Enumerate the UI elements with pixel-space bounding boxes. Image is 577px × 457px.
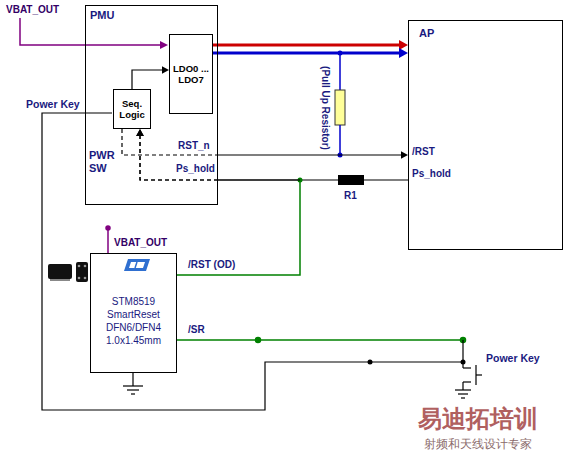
vbat-wire-2 bbox=[106, 226, 110, 253]
arrow-head bbox=[401, 151, 408, 159]
node-text: Seq. Logic bbox=[114, 98, 150, 120]
signal-label: /SR bbox=[188, 324, 205, 336]
ldo-box: LDO0 ... LDO7 bbox=[169, 34, 213, 114]
ap-box: AP bbox=[408, 20, 563, 250]
arrow-head bbox=[160, 41, 168, 49]
power-bus bbox=[213, 44, 400, 47]
wire bbox=[140, 135, 218, 180]
junction-dot bbox=[461, 360, 466, 365]
signal-label: /RST (OD) bbox=[188, 259, 235, 271]
chip-icons bbox=[48, 262, 88, 282]
arrow-head bbox=[399, 40, 408, 50]
wire bbox=[218, 179, 408, 180]
arrow-head bbox=[136, 129, 144, 136]
node-text: STM8519 SmartReset DFN6/DFN4 1.0x1.45mm bbox=[95, 295, 172, 347]
signal-label: RST_n bbox=[178, 140, 210, 152]
pin-label: /RST bbox=[412, 146, 435, 158]
power-key-wire bbox=[42, 113, 463, 410]
wire bbox=[132, 70, 163, 89]
vbat-wire bbox=[20, 18, 162, 45]
arrow-head bbox=[162, 66, 169, 74]
wire bbox=[140, 135, 218, 180]
connector bbox=[122, 129, 408, 159]
node-text: AP bbox=[419, 27, 434, 40]
sr-wire bbox=[177, 338, 466, 343]
node-text: LDO0 ... LDO7 bbox=[170, 63, 212, 85]
node-text: PWR SW bbox=[89, 149, 121, 175]
pull-up-resistor bbox=[335, 51, 345, 158]
part-label: R1 bbox=[344, 190, 357, 202]
reset-wire bbox=[177, 180, 300, 275]
watermark: 易迪拓培训 bbox=[418, 405, 538, 433]
junction-dot bbox=[368, 360, 373, 365]
pin-label: Ps_hold bbox=[412, 168, 451, 180]
watermark: 射频和天线设计专家 bbox=[424, 437, 532, 451]
supply-label: VBAT_OUT bbox=[6, 4, 59, 16]
push-button-symbol bbox=[455, 365, 482, 398]
key-label: Power Key bbox=[486, 352, 540, 364]
pmu-box: PMU PWR SW LDO0 ... LDO7Seq. Logic bbox=[85, 5, 218, 205]
ground-symbol bbox=[123, 373, 143, 394]
resistor-label: (Pull Up Resistor) bbox=[319, 66, 331, 150]
signal-label: Ps_hold bbox=[176, 163, 215, 175]
supply-label: VBAT_OUT bbox=[114, 237, 167, 249]
connector bbox=[213, 40, 408, 58]
connector bbox=[136, 129, 408, 185]
wire bbox=[122, 129, 218, 155]
wire bbox=[218, 179, 300, 180]
wire bbox=[218, 154, 402, 155]
connector bbox=[132, 66, 169, 89]
arrow-head bbox=[399, 48, 408, 58]
power-bus bbox=[213, 52, 400, 55]
node-text: PMU bbox=[90, 9, 114, 22]
key-label: Power Key bbox=[26, 98, 80, 110]
arrow-head bbox=[136, 129, 144, 136]
logic-box: Seq. Logic bbox=[113, 89, 151, 129]
resistor-symbol bbox=[338, 175, 364, 185]
